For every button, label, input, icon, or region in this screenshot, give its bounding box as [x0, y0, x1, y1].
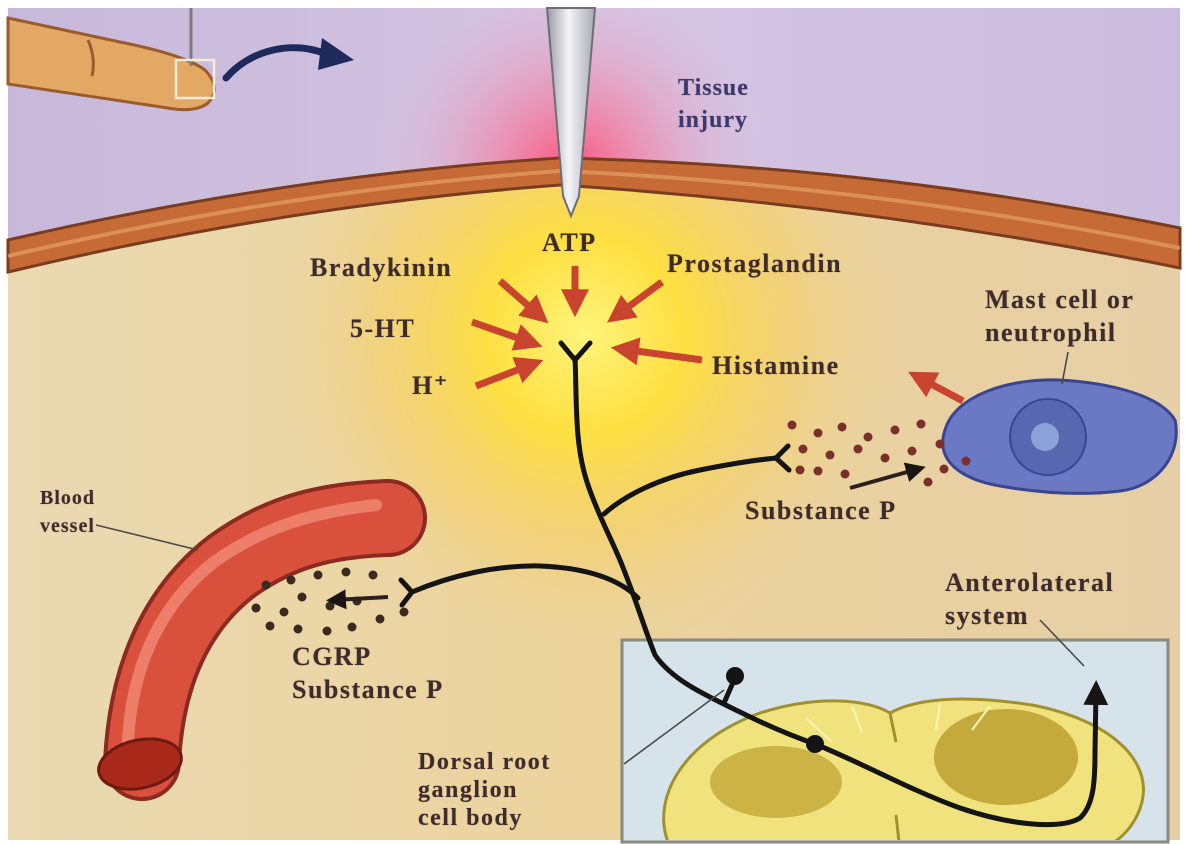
substance-p-dot — [799, 445, 808, 454]
substance-p-dot — [854, 445, 863, 454]
serotonin-label: 5-HT — [350, 313, 415, 345]
substance-p-dot — [962, 457, 971, 466]
substance-p-dot — [881, 454, 890, 463]
gray-matter-right — [934, 709, 1078, 805]
substance-p-dot — [838, 423, 847, 432]
substance-p-dot — [796, 466, 805, 475]
cgrp-substance-p-dot — [348, 623, 357, 632]
substance-p-dot — [864, 433, 873, 442]
gray-matter-left — [710, 746, 842, 818]
cgrp-substance-p-dot — [400, 608, 409, 617]
bradykinin-label: Bradykinin — [310, 252, 452, 284]
cgrp-substance-p-dot — [287, 576, 296, 585]
substance-p-dot — [924, 478, 933, 487]
cgrp-substance-p-dot — [342, 568, 351, 577]
substance-p-dot — [917, 420, 926, 429]
cgrp-substance-p-dot — [298, 593, 307, 602]
substance-p-dot — [940, 465, 949, 474]
atp-label: ATP — [542, 227, 597, 259]
substance-p-dot — [826, 451, 835, 460]
substance-p-dot — [841, 470, 850, 479]
cgrp-substance-p-dot — [262, 581, 271, 590]
substance-p-dot — [788, 421, 797, 430]
mast-cell-label: Mast cell or neutrophil — [985, 283, 1134, 349]
substance-p-dot — [814, 429, 823, 438]
hydrogen-ion-label: H⁺ — [412, 370, 449, 402]
substance-p-dot — [908, 447, 917, 456]
anterolateral-system-label: Anterolateral system — [945, 566, 1114, 632]
cgrp-substance-p-dot — [280, 608, 289, 617]
cgrp-substance-p-dot — [294, 625, 303, 634]
dorsal-horn-synapse — [806, 735, 824, 753]
substance-p-dot — [936, 440, 945, 449]
cgrp-substance-p-dot — [314, 571, 323, 580]
dorsal-root-ganglion-cell-body — [726, 667, 744, 685]
cgrp-substance-p-dot — [376, 615, 385, 624]
cgrp-substance-p-dot — [323, 627, 332, 636]
cgrp-substance-p-dot — [266, 622, 275, 631]
substance-p-dot — [814, 467, 823, 476]
substance-p-label: Substance P — [745, 495, 897, 527]
cgrp-substance-p-dot — [326, 602, 335, 611]
histamine-label: Histamine — [712, 350, 840, 382]
cgrp-substance-p-label: CGRP Substance P — [292, 640, 444, 706]
tissue-injury-label: Tissue injury — [678, 72, 749, 136]
blood-vessel-label: Blood vessel — [40, 484, 95, 540]
cgrp-substance-p-dot — [369, 571, 378, 580]
cgrp-substance-p-dot — [252, 604, 261, 613]
mast-cell-nucleolus — [1031, 423, 1059, 451]
substance-p-dot — [891, 426, 900, 435]
dorsal-root-ganglion-label: Dorsal root ganglion cell body — [418, 748, 551, 832]
prostaglandin-label: Prostaglandin — [667, 248, 842, 280]
